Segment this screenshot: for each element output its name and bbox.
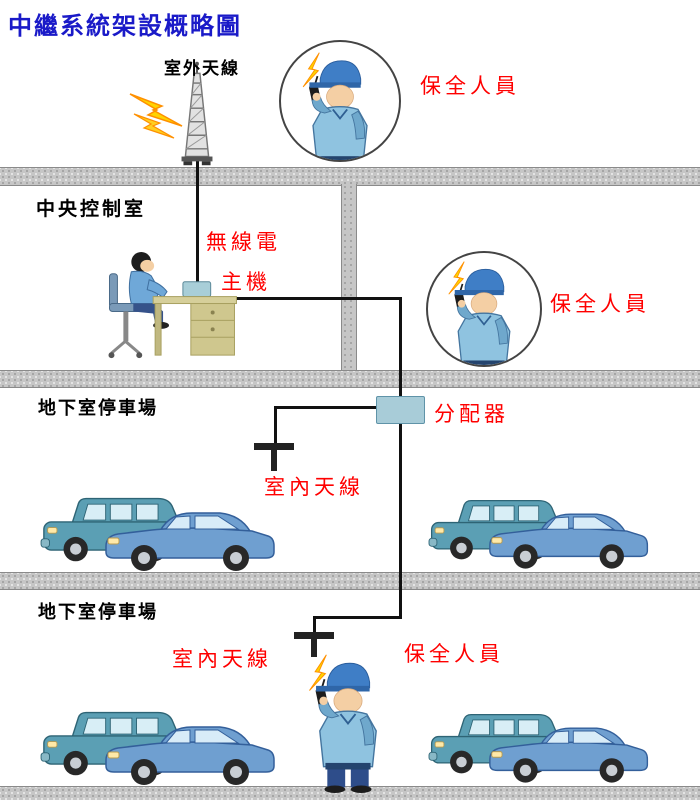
diagram-title: 中繼系統架設概略圖 [8,13,242,40]
radio-host-label-line2: 主機 [221,270,271,294]
wall [341,184,357,370]
indoor-antenna-icon [294,632,334,639]
control-room-label: 中央控制室 [36,199,147,220]
outdoor-antenna-label: 室外天線 [164,59,240,78]
cable-antenna2-drop [313,616,316,634]
parked-cars-icon [40,497,275,572]
lightning-icon [129,93,183,139]
cable-antenna-to-radio [196,160,199,300]
guard-circle-frame-2 [426,251,542,367]
security-guard-icon [441,259,527,367]
floor-slab-3 [0,572,700,590]
basement1-label: 地下室停車場 [38,398,158,418]
security-guard-icon [295,50,385,162]
parked-cars-icon [40,711,275,786]
guard-circle-frame-1 [279,40,401,162]
cable-radio-to-riser [196,297,402,300]
radio-host-label-line1: 無線電 [206,230,281,254]
splitter-label: 分配器 [434,402,509,426]
outdoor-antenna-icon [181,61,213,166]
parked-cars-icon [428,713,649,784]
guard-label-3: 保全人員 [404,642,504,666]
security-guard-icon [301,652,395,793]
indoor-antenna-stem [271,450,277,471]
guard-label-1: 保全人員 [420,74,520,98]
basement2-label: 地下室停車場 [38,602,158,622]
radio-base-icon [182,281,212,298]
chair-icon [108,273,144,359]
operator-desk-icon [108,251,237,359]
floor-slab-4 [0,786,700,800]
cable-antenna1-drop [274,406,277,444]
cable-riser-to-splitter [399,297,402,396]
parked-cars-icon [428,499,649,570]
cable-splitter-down [399,422,402,619]
indoor-antenna-icon [254,443,294,450]
desk-icon [152,296,237,356]
operator-icon [128,251,170,329]
splitter-box [376,396,425,424]
cable-to-antenna2 [313,616,402,619]
indoor-antenna-label-2: 室內天線 [172,647,272,671]
guard-label-2: 保全人員 [550,292,650,316]
indoor-antenna-label-1: 室內天線 [264,475,364,499]
cable-to-antenna1 [274,406,376,409]
floor-slab-2 [0,370,700,388]
indoor-antenna-stem [311,639,317,657]
